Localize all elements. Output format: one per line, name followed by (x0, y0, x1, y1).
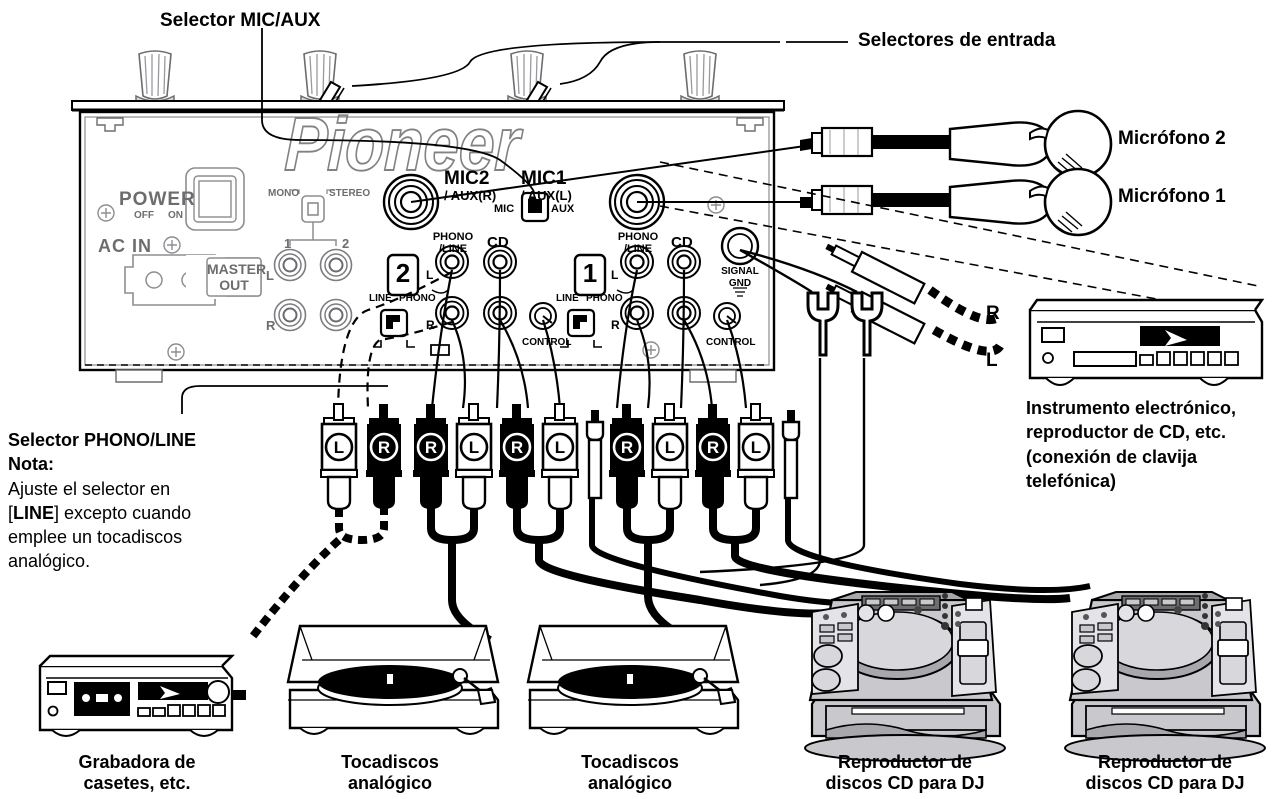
plug-deck2-R1: R (413, 404, 449, 509)
plug-deck2-R2: R (499, 404, 535, 509)
panel-label-channel-1-number: 1 (582, 258, 598, 288)
svg-text:L: L (334, 438, 344, 457)
panel-label-ch1-phono-line: PHONO /LINE (617, 231, 659, 256)
jack-to-plug-wires (430, 269, 748, 409)
plug-deck2-L1: L (455, 403, 493, 511)
plug-deck1-control (781, 410, 801, 500)
device-caption-cassette: Grabadora de casetes, etc. (78, 752, 196, 794)
panel-label-ch2-l: L (426, 268, 434, 282)
panel-label-ch2-line: LINE (369, 293, 392, 304)
panel-label-signal-gnd: SIGNAL GND (721, 266, 759, 289)
panel-label-mic2: MIC2 (444, 168, 490, 189)
note-body-pre: Ajuste el selector en [ (8, 478, 171, 523)
panel-label-mic-switch-aux: AUX (551, 203, 575, 215)
turntable-1-device (526, 624, 740, 735)
svg-text:R: R (425, 438, 437, 457)
pioneer-logo: Pioneer (283, 101, 526, 187)
note-body: Ajuste el selector en [LINE] excepto cua… (8, 477, 258, 574)
svg-text:R: R (707, 438, 719, 457)
svg-text:R: R (511, 438, 523, 457)
turntable-2-device (286, 624, 500, 735)
panel-label-master-r: R (266, 318, 276, 333)
note-body-bold: LINE (13, 502, 55, 523)
panel-label-ch1-r: R (611, 318, 620, 332)
note-body-post: ] excepto cuando emplee un tocadiscos an… (8, 502, 192, 572)
panel-label-channel-2-number: 2 (395, 258, 411, 288)
callout-selector-mic-aux: Selector MIC/AUX (160, 10, 321, 31)
panel-label-mic1-sub: / AUX(L) (521, 188, 572, 203)
microphone-2 (410, 109, 1113, 203)
panel-label-mic1: MIC1 (521, 168, 567, 189)
electronic-instrument-device (1028, 298, 1265, 386)
cdj-player-2-device (804, 591, 1006, 762)
panel-label-ch1-phono: PHONO (586, 293, 623, 304)
device-caption-cdj-1: Reproductor de discos CD para DJ (1085, 752, 1245, 794)
panel-label-ch2-cd: CD (487, 234, 509, 251)
panel-label-ch2-control: CONTROL (522, 337, 572, 348)
panel-label-master-2: 2 (342, 236, 350, 251)
callout-leaders (181, 28, 848, 414)
panel-label-mic-switch-mic: MIC (494, 203, 515, 215)
svg-text:R: R (621, 438, 633, 457)
panel-label-ch1-l: L (611, 268, 619, 282)
panel-label-ch2-r: R (426, 318, 435, 332)
channel-2-jacks (191, 244, 557, 356)
label-channel-l: L (986, 350, 998, 371)
device-caption-cdj-2: Reproductor de discos CD para DJ (825, 752, 985, 794)
mono-stereo-switch (291, 189, 335, 223)
plug-deck1-R1: R (609, 404, 645, 509)
channel-1-jacks (560, 244, 741, 359)
note-phono-line: Selector PHONO/LINE Nota: Ajuste el sele… (8, 428, 258, 574)
panel-label-power-on: ON (168, 210, 183, 221)
panel-label-power: POWER (119, 189, 196, 210)
callout-selectores-entrada: Selectores de entrada (858, 30, 1056, 51)
panel-label-ch2-phono: PHONO (399, 293, 436, 304)
callout-instrumento-electronico: Instrumento electrónico, reproductor de … (1026, 398, 1237, 491)
instrument-leader-lines (659, 161, 1259, 319)
panel-label-mono: MONO (268, 188, 300, 199)
note-heading-2: Nota: (8, 454, 54, 475)
panel-label-power-off: OFF (134, 210, 154, 221)
plug-deck2-control (585, 410, 605, 500)
panel-label-ch1-control: CONTROL (706, 337, 756, 348)
callout-microfono-1: Micrófono 1 (1118, 186, 1226, 207)
cdj-player-1-device (1064, 591, 1266, 762)
mic-aux-switch (520, 191, 550, 223)
note-heading-1: Selector PHONO/LINE (8, 430, 197, 450)
plug-deck2-L2: L (541, 403, 579, 511)
svg-text:L: L (751, 438, 761, 457)
power-switch (185, 167, 245, 231)
panel-label-master-l: L (266, 268, 274, 283)
panel-label-ch2-phono-line: PHONO /LINE (432, 231, 474, 256)
signal-gnd-terminal (720, 226, 760, 297)
panel-label-mic2-sub: / AUX(R) (444, 188, 497, 203)
svg-text:L: L (469, 438, 479, 457)
panel-label-ac-in: AC IN (98, 236, 152, 256)
svg-text:L: L (555, 438, 565, 457)
mixer-rear-panel (78, 110, 776, 383)
plug-deck1-R2: R (695, 404, 731, 509)
panel-label-ch1-cd: CD (671, 234, 693, 251)
plug-cassette-R: R (366, 404, 402, 509)
plug-deck1-L1: L (651, 403, 689, 511)
panel-label-master-1: 1 (284, 236, 292, 251)
device-caption-turntable-1: Tocadiscos analógico (581, 752, 679, 794)
panel-label-master-out: MASTER OUT (207, 261, 267, 294)
cassette-deck-device (38, 654, 246, 737)
panel-label-ch1-line: LINE (556, 293, 579, 304)
mixer-top-slab (71, 100, 785, 112)
plug-cassette-L: L (320, 403, 358, 511)
device-caption-turntable-2: Tocadiscos analógico (341, 752, 439, 794)
svg-text:R: R (378, 438, 390, 457)
plug-deck1-L2: L (737, 403, 775, 511)
label-channel-r: R (986, 303, 1000, 324)
panel-label-stereo: STEREO (329, 188, 371, 199)
microphone-1 (637, 167, 1113, 237)
cassette-wires (336, 271, 453, 409)
svg-text:Pioneer: Pioneer (284, 102, 525, 186)
svg-text:L: L (665, 438, 675, 457)
callout-microfono-2: Micrófono 2 (1118, 128, 1226, 149)
